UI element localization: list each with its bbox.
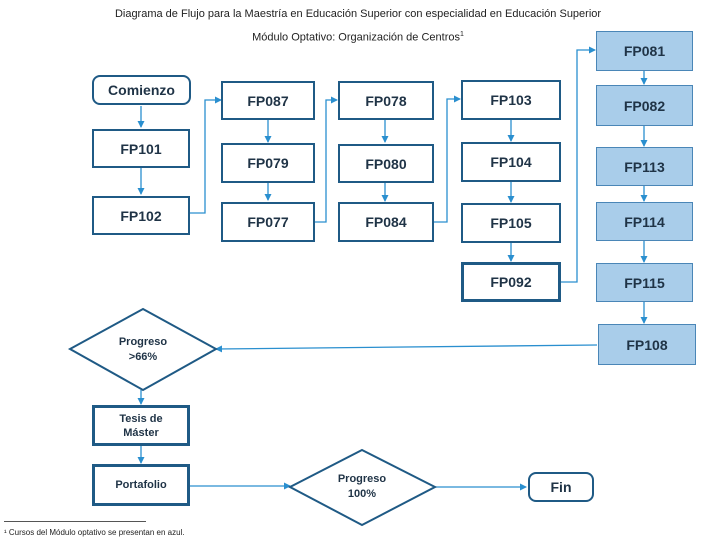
decision-progress-66-label: Progreso >66% [118, 336, 168, 363]
course-fp084: FP084 [338, 202, 434, 242]
diagram-subtitle: Módulo Optativo: Organización de Centros… [252, 31, 464, 44]
arrow-fp092-fp081 [561, 46, 596, 283]
course-fp115: FP115 [596, 263, 693, 302]
portfolio-node: Portafolio [92, 464, 190, 506]
course-fp078: FP078 [338, 81, 434, 120]
footnote-divider [4, 521, 146, 522]
course-fp079: FP079 [221, 143, 315, 183]
diagram-title: Diagrama de Flujo para la Maestría en Ed… [114, 8, 602, 20]
course-fp114: FP114 [596, 202, 693, 241]
course-fp092: FP092 [461, 262, 561, 302]
arrow-fp102-fp087 [190, 96, 222, 214]
course-fp108: FP108 [598, 324, 696, 365]
arrow-fp084-fp103 [434, 95, 461, 223]
course-fp105: FP105 [461, 203, 561, 243]
course-fp082: FP082 [596, 85, 693, 126]
course-fp087: FP087 [221, 81, 315, 120]
arrow-fp108-progress66 [215, 344, 598, 353]
end-node: Fin [528, 472, 594, 502]
course-fp102: FP102 [92, 196, 190, 235]
decision-progress-66 [67, 307, 219, 392]
decision-progress-100-label: Progreso 100% [337, 473, 387, 500]
course-fp080: FP080 [338, 144, 434, 183]
course-fp101: FP101 [92, 129, 190, 168]
course-fp113: FP113 [596, 147, 693, 186]
decision-progress-100 [287, 448, 438, 527]
start-node: Comienzo [92, 75, 191, 105]
thesis-node: Tesis de Máster [92, 405, 190, 446]
course-fp077: FP077 [221, 202, 315, 242]
course-fp081: FP081 [596, 31, 693, 71]
arrow-fp077-fp078 [315, 96, 338, 223]
course-fp103: FP103 [461, 80, 561, 120]
footnote-mark: 1 [459, 31, 464, 38]
footnote: ¹ Cursos del Módulo optativo se presenta… [4, 528, 185, 537]
course-fp104: FP104 [461, 142, 561, 182]
